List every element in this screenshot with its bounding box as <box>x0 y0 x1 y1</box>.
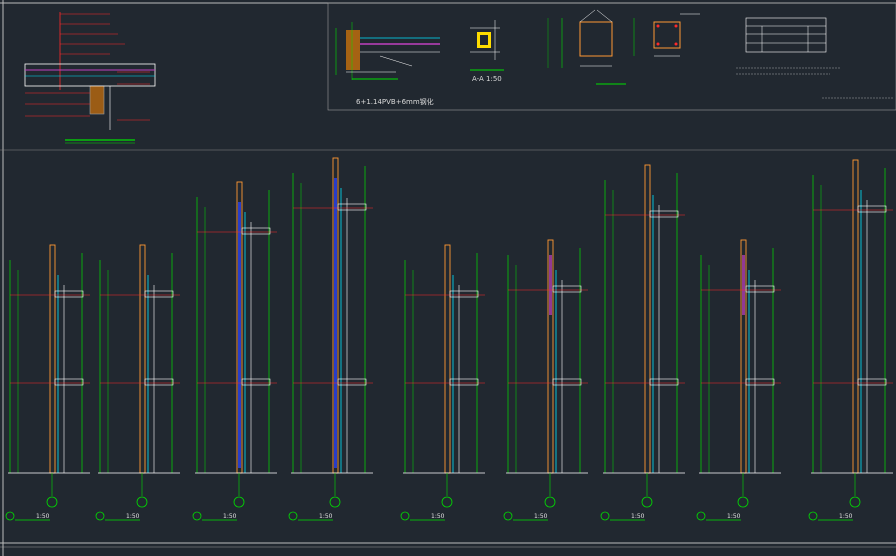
slab-outline <box>449 378 479 386</box>
slab-outline <box>337 378 367 386</box>
wall-section-3: 1:50 <box>192 181 277 521</box>
section-scale-label: 1:50 <box>534 513 548 520</box>
axis-bubble <box>544 496 556 508</box>
wall-section-7: 1:50 <box>600 164 685 521</box>
wall-sections: 1:50 1:50 1:50 1:50 1:50 1:50 1:50 1:50 1:50 <box>5 157 893 521</box>
wall-section-5: 1:50 <box>400 244 485 521</box>
wall-section-6: 1:50 <box>503 239 588 521</box>
section-scale-label: 1:50 <box>319 513 333 520</box>
axis-bubble <box>641 496 653 508</box>
wall-body <box>852 159 859 474</box>
axis-bubble <box>136 496 148 508</box>
section-scale-label: 1:50 <box>631 513 645 520</box>
axis-bubble <box>737 496 749 508</box>
top-detail-area: 6+1.14PVB+6mm钢化 A-A 1:50 <box>24 2 896 144</box>
slab-outline <box>241 227 271 235</box>
slab-outline <box>649 210 679 218</box>
section-scale-label: 1:50 <box>431 513 445 520</box>
section-number-bubble <box>192 511 202 521</box>
section-number-bubble <box>503 511 513 521</box>
axis-bubble <box>441 496 453 508</box>
column-box-detail-1 <box>547 9 626 85</box>
insulation-fill <box>238 202 241 468</box>
roof-edge-detail <box>24 12 156 144</box>
cladding-fill <box>742 255 745 315</box>
section-number-bubble <box>400 511 410 521</box>
slab-outline <box>857 205 887 213</box>
wall-section-1: 1:50 <box>5 244 90 521</box>
glass-canopy-detail: 6+1.14PVB+6mm钢化 <box>335 22 440 106</box>
axis-bubble <box>849 496 861 508</box>
cladding-fill <box>549 255 552 315</box>
column-box-detail-2 <box>633 13 700 57</box>
slab-outline <box>241 378 271 386</box>
section-number-bubble <box>288 511 298 521</box>
section-a-a-label: A-A 1:50 <box>472 75 502 83</box>
wall-section-4: 1:50 <box>288 157 373 521</box>
section-number-bubble <box>808 511 818 521</box>
section-number-bubble <box>5 511 15 521</box>
section-number-bubble <box>600 511 610 521</box>
slab-outline <box>745 378 775 386</box>
slab-outline <box>649 378 679 386</box>
slab-outline <box>144 378 174 386</box>
slab-outline <box>745 285 775 293</box>
slab-outline <box>54 378 84 386</box>
wall-section-2: 1:50 <box>95 244 180 521</box>
section-scale-label: 1:50 <box>36 513 50 520</box>
slab-outline <box>552 378 582 386</box>
slab-outline <box>552 285 582 293</box>
slab-outline <box>144 290 174 298</box>
material-table <box>736 17 894 99</box>
wall-body <box>444 244 451 474</box>
section-scale-label: 1:50 <box>727 513 741 520</box>
insulation-fill <box>334 178 337 468</box>
axis-bubble <box>46 496 58 508</box>
section-number-bubble <box>95 511 105 521</box>
axis-bubble <box>233 496 245 508</box>
slab-outline <box>54 290 84 298</box>
wall-body <box>644 164 651 474</box>
section-number-bubble <box>696 511 706 521</box>
axis-bubble <box>329 496 341 508</box>
wall-section-9: 1:50 <box>808 159 893 521</box>
section-scale-label: 1:50 <box>126 513 140 520</box>
section-scale-label: 1:50 <box>839 513 853 520</box>
wall-body <box>139 244 146 474</box>
slab-outline <box>857 378 887 386</box>
slab-outline <box>449 290 479 298</box>
slab-outline <box>337 203 367 211</box>
glass-spec-note: 6+1.14PVB+6mm钢化 <box>356 97 434 106</box>
wall-section-8: 1:50 <box>696 239 781 521</box>
wall-body <box>49 244 56 474</box>
steel-section-a-a: A-A 1:50 <box>470 20 504 83</box>
section-scale-label: 1:50 <box>223 513 237 520</box>
